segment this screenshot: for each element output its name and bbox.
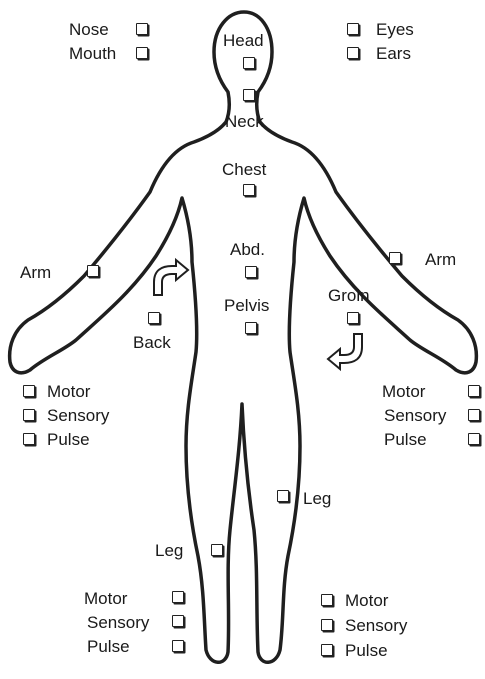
left-arm-sensory-label: Sensory xyxy=(47,406,109,426)
curved-arrow-left-icon xyxy=(328,334,362,369)
left-arm-pulse-checkbox[interactable] xyxy=(23,433,35,445)
pelvis-label: Pelvis xyxy=(224,296,269,316)
groin-label: Groin xyxy=(328,286,370,306)
right-arm-sensory-checkbox[interactable] xyxy=(468,409,480,421)
neck-label: Neck xyxy=(225,112,264,132)
right-leg-motor-label: Motor xyxy=(345,591,388,611)
chest-checkbox[interactable] xyxy=(243,184,255,196)
right-leg-pulse-label: Pulse xyxy=(345,641,388,661)
abd-label: Abd. xyxy=(230,240,265,260)
right-arm-motor-checkbox[interactable] xyxy=(468,385,480,397)
right-leg-motor-checkbox[interactable] xyxy=(321,594,333,606)
nose-checkbox[interactable] xyxy=(136,23,148,35)
mouth-checkbox[interactable] xyxy=(136,47,148,59)
left-leg-pulse-label: Pulse xyxy=(87,637,130,657)
ears-checkbox[interactable] xyxy=(347,47,359,59)
curved-arrow-right-icon xyxy=(154,260,188,295)
right-leg-sensory-label: Sensory xyxy=(345,616,407,636)
left-leg-pulse-checkbox[interactable] xyxy=(172,640,184,652)
ears-label: Ears xyxy=(376,44,411,64)
back-label: Back xyxy=(133,333,171,353)
arm-left-side-label: Arm xyxy=(20,263,51,283)
chest-label: Chest xyxy=(222,160,266,180)
eyes-checkbox[interactable] xyxy=(347,23,359,35)
head-label: Head xyxy=(223,31,264,51)
back-checkbox[interactable] xyxy=(148,312,160,324)
arm-right-side-checkbox[interactable] xyxy=(389,252,401,264)
left-leg-motor-checkbox[interactable] xyxy=(172,591,184,603)
leg-upper-checkbox[interactable] xyxy=(277,490,289,502)
right-arm-motor-label: Motor xyxy=(382,382,425,402)
left-arm-motor-label: Motor xyxy=(47,382,90,402)
arm-right-side-label: Arm xyxy=(425,250,456,270)
eyes-label: Eyes xyxy=(376,20,414,40)
mouth-label: Mouth xyxy=(69,44,116,64)
body-outline xyxy=(10,12,477,662)
pelvis-checkbox[interactable] xyxy=(245,322,257,334)
left-arm-motor-checkbox[interactable] xyxy=(23,385,35,397)
left-leg-sensory-checkbox[interactable] xyxy=(172,615,184,627)
groin-checkbox[interactable] xyxy=(347,312,359,324)
right-leg-pulse-checkbox[interactable] xyxy=(321,644,333,656)
leg-lower-checkbox[interactable] xyxy=(211,544,223,556)
right-arm-sensory-label: Sensory xyxy=(384,406,446,426)
right-leg-sensory-checkbox[interactable] xyxy=(321,619,333,631)
left-arm-pulse-label: Pulse xyxy=(47,430,90,450)
neck-checkbox[interactable] xyxy=(243,89,255,101)
nose-label: Nose xyxy=(69,20,109,40)
leg-lower-label: Leg xyxy=(155,541,183,561)
left-leg-sensory-label: Sensory xyxy=(87,613,149,633)
right-arm-pulse-label: Pulse xyxy=(384,430,427,450)
abd-checkbox[interactable] xyxy=(245,266,257,278)
left-arm-sensory-checkbox[interactable] xyxy=(23,409,35,421)
left-leg-motor-label: Motor xyxy=(84,589,127,609)
head-checkbox[interactable] xyxy=(243,57,255,69)
right-arm-pulse-checkbox[interactable] xyxy=(468,433,480,445)
leg-upper-label: Leg xyxy=(303,489,331,509)
arm-left-side-checkbox[interactable] xyxy=(87,265,99,277)
